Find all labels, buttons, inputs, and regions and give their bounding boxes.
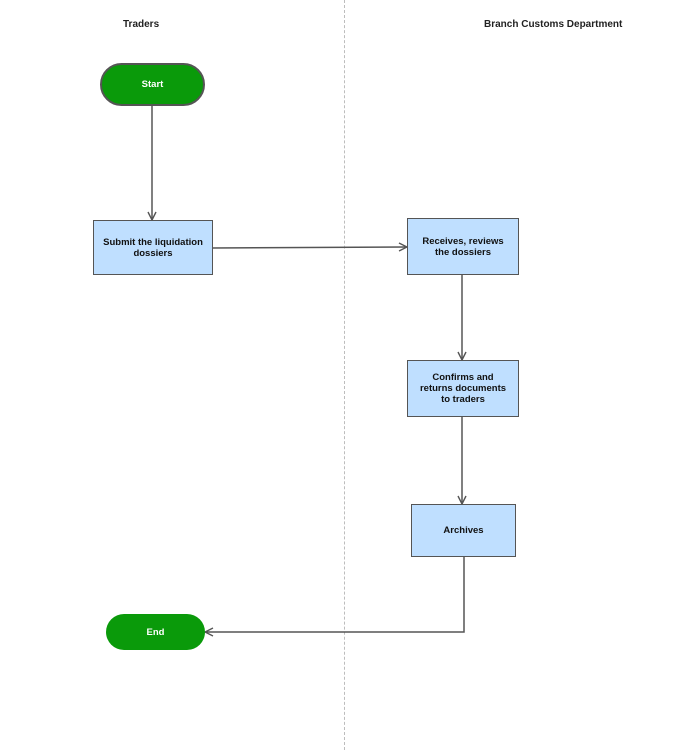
lane-title-branch-customs: Branch Customs Department [484, 19, 623, 30]
process-receive-review: Receives, reviews the dossiers [407, 218, 519, 275]
start-node: Start [100, 63, 205, 106]
process-confirm-return: Confirms and returns documents to trader… [407, 360, 519, 417]
connector-archive-to-end [205, 557, 465, 632]
lane-title-traders: Traders [123, 19, 160, 30]
process-archives: Archives [411, 504, 516, 557]
connector-submit-to-receive [211, 247, 407, 248]
lane-divider [344, 0, 345, 750]
end-node: End [106, 614, 205, 650]
process-submit-dossiers: Submit the liquidation dossiers [93, 220, 213, 275]
